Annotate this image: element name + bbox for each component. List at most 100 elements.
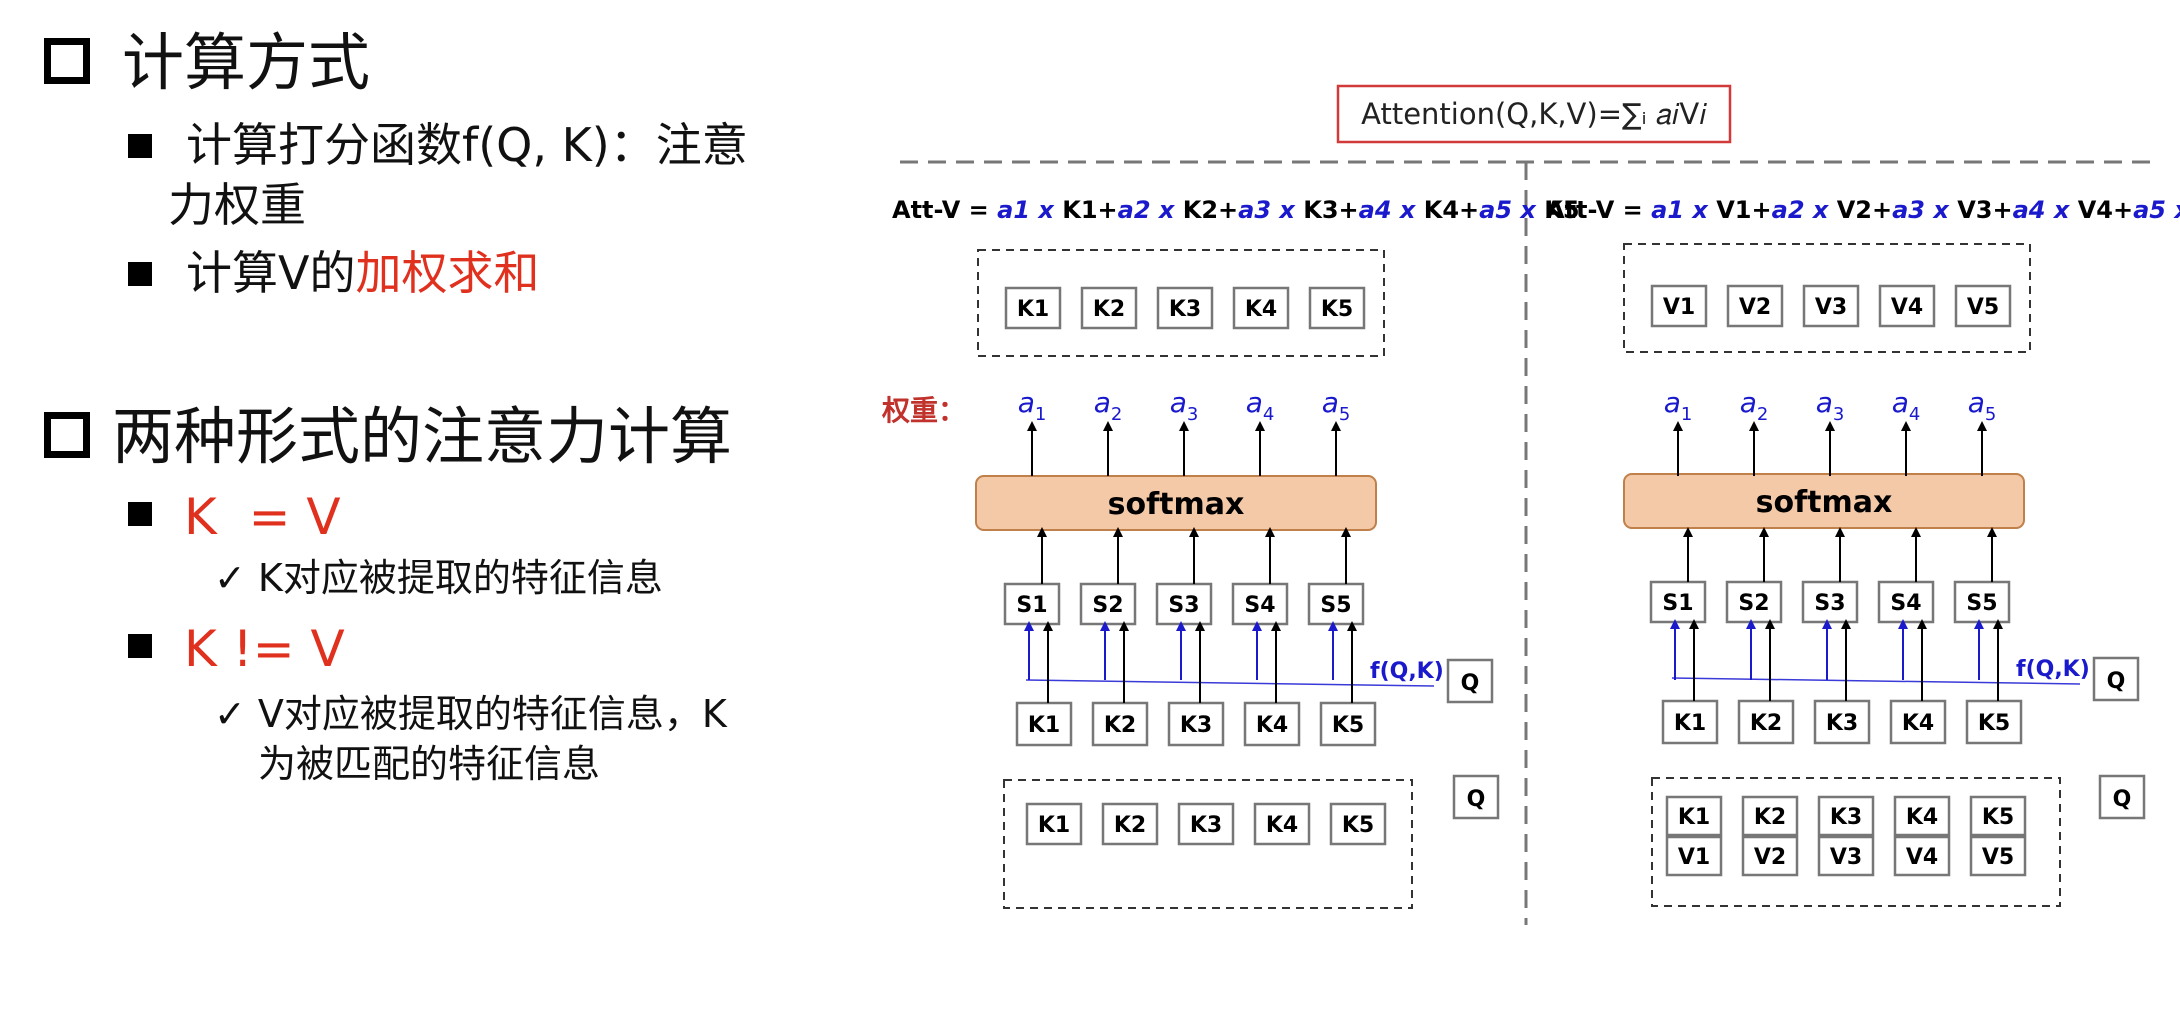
right-fqk-line bbox=[1671, 677, 2081, 685]
right-bottom-K4-box bbox=[1893, 795, 1951, 837]
left-softmax-box bbox=[975, 475, 1377, 531]
section1-title: 计算方式 bbox=[122, 26, 371, 99]
left-K4-label: K4 bbox=[1256, 713, 1288, 738]
left-top-K2-box bbox=[1080, 286, 1138, 330]
left-K2-box bbox=[1091, 701, 1149, 747]
right-bottom-V4-box bbox=[1893, 835, 1951, 877]
left-equation: Att-V = a1 x K1+a2 x K2+a3 x K3+a4 x K4+… bbox=[892, 196, 1580, 224]
left-top-K5-box bbox=[1308, 286, 1366, 330]
right-bottom-K5-box bbox=[1969, 795, 2027, 837]
left-top-K2-label: K2 bbox=[1093, 297, 1125, 322]
right-bottom-K1-label: K1 bbox=[1678, 805, 1710, 830]
right-bottom-V5-box bbox=[1969, 835, 2027, 877]
formula-box bbox=[1336, 84, 1732, 144]
right-bottom-V5-label: V5 bbox=[1982, 845, 2014, 870]
left-K3-label: K3 bbox=[1180, 713, 1212, 738]
left-bottom-K5-box bbox=[1329, 802, 1387, 846]
left-bottom-K3-label: K3 bbox=[1190, 813, 1222, 838]
right-alpha-4: a4 bbox=[1892, 386, 1921, 425]
right-bottom-group bbox=[1651, 777, 2061, 907]
right-bottom-V1-box bbox=[1665, 835, 1723, 877]
right-K1-label: K1 bbox=[1674, 711, 1706, 736]
right-bottom-V3-box bbox=[1817, 835, 1875, 877]
right-top-V4-label: V4 bbox=[1891, 295, 1923, 320]
left-top-K4-label: K4 bbox=[1245, 297, 1277, 322]
right-K1-box bbox=[1661, 699, 1719, 745]
left-K1-label: K1 bbox=[1028, 713, 1060, 738]
left-top-K4-box bbox=[1232, 286, 1290, 330]
right-bottom-V3-label: V3 bbox=[1830, 845, 1862, 870]
left-q2-box bbox=[1452, 774, 1500, 820]
left-alpha-4: a4 bbox=[1246, 386, 1275, 425]
left-K1-box bbox=[1015, 701, 1073, 747]
right-alpha-1: a1 bbox=[1664, 386, 1693, 425]
right-K4-label: K4 bbox=[1902, 711, 1934, 736]
left-bottom-K3-box bbox=[1177, 802, 1235, 846]
left-bottom-group bbox=[1003, 779, 1413, 909]
right-top-V3-box bbox=[1802, 284, 1860, 328]
left-alpha-2: a2 bbox=[1094, 386, 1123, 425]
left-bottom-K4-label: K4 bbox=[1266, 813, 1298, 838]
right-top-V2-label: V2 bbox=[1739, 295, 1771, 320]
right-top-V1-box bbox=[1650, 284, 1708, 328]
left-alpha-5: a5 bbox=[1322, 386, 1351, 425]
left-S1-label: S1 bbox=[1016, 593, 1047, 618]
right-bottom-V4-label: V4 bbox=[1906, 845, 1938, 870]
right-fqk-label: f(Q,K) bbox=[2016, 657, 2090, 682]
square-bullet-icon bbox=[44, 38, 90, 84]
right-bottom-V2-box bbox=[1741, 835, 1799, 877]
right-S1-label: S1 bbox=[1662, 591, 1693, 616]
right-K3-label: K3 bbox=[1826, 711, 1858, 736]
k-neq-v-label: K != V bbox=[184, 620, 345, 678]
left-bottom-K1-label: K1 bbox=[1038, 813, 1070, 838]
right-S4-label: S4 bbox=[1890, 591, 1921, 616]
right-alpha-3: a3 bbox=[1816, 386, 1845, 425]
formula-text: Attention(Q,K,V)=∑ᵢ 𝑎𝑖V𝑖 bbox=[1361, 97, 1707, 131]
weights-label: 权重： bbox=[881, 394, 966, 427]
right-S5-label: S5 bbox=[1966, 591, 1997, 616]
left-S5-box bbox=[1307, 582, 1365, 626]
right-q2-label: Q bbox=[2113, 787, 2132, 812]
right-top-V5-label: V5 bbox=[1967, 295, 1999, 320]
k-neq-v-sub1: ✓ V对应被提取的特征信息，K bbox=[214, 692, 727, 736]
left-K2-label: K2 bbox=[1104, 713, 1136, 738]
right-K5-label: K5 bbox=[1978, 711, 2010, 736]
left-K3-box bbox=[1167, 701, 1225, 747]
bullet-icon bbox=[128, 262, 152, 286]
left-top-K5-label: K5 bbox=[1321, 297, 1353, 322]
left-bottom-K1-box bbox=[1025, 802, 1083, 846]
right-bottom-K4-label: K4 bbox=[1906, 805, 1938, 830]
k-neq-v-sub2: 为被匹配的特征信息 bbox=[258, 742, 601, 786]
right-bottom-K1-box bbox=[1665, 795, 1723, 837]
right-alpha-2: a2 bbox=[1740, 386, 1769, 425]
left-alpha-3: a3 bbox=[1170, 386, 1199, 425]
bullet-icon bbox=[128, 134, 152, 158]
right-S1-box bbox=[1649, 580, 1707, 624]
right-alpha-5: a5 bbox=[1968, 386, 1997, 425]
left-alpha-1: a1 bbox=[1018, 386, 1047, 425]
item2-text: 计算V的加权求和 bbox=[186, 242, 539, 304]
right-softmax-box bbox=[1623, 473, 2025, 529]
right-top-group bbox=[1623, 243, 2031, 353]
right-equation: Att-V = a1 x V1+a2 x V2+a3 x V3+a4 x V4+… bbox=[1546, 196, 2180, 224]
right-top-V2-box bbox=[1726, 284, 1784, 328]
left-K4-box bbox=[1243, 701, 1301, 747]
right-top-V4-box bbox=[1878, 284, 1936, 328]
left-fqk-line bbox=[1025, 679, 1435, 687]
right-bottom-K3-box bbox=[1817, 795, 1875, 837]
item1-line2: 力权重 bbox=[168, 178, 306, 232]
left-top-K1-box bbox=[1004, 286, 1062, 330]
right-bottom-K2-box bbox=[1741, 795, 1799, 837]
item2-prefix: 计算V的 bbox=[186, 246, 356, 300]
left-K5-label: K5 bbox=[1332, 713, 1364, 738]
left-q-label: Q bbox=[1461, 671, 1480, 696]
left-S1-box bbox=[1003, 582, 1061, 626]
right-S2-label: S2 bbox=[1738, 591, 1769, 616]
left-top-K1-label: K1 bbox=[1017, 297, 1049, 322]
item2-highlight: 加权求和 bbox=[355, 246, 540, 300]
right-bottom-V2-label: V2 bbox=[1754, 845, 1786, 870]
right-bottom-V1-label: V1 bbox=[1678, 845, 1710, 870]
right-q-label: Q bbox=[2107, 669, 2126, 694]
right-bottom-K2-label: K2 bbox=[1754, 805, 1786, 830]
